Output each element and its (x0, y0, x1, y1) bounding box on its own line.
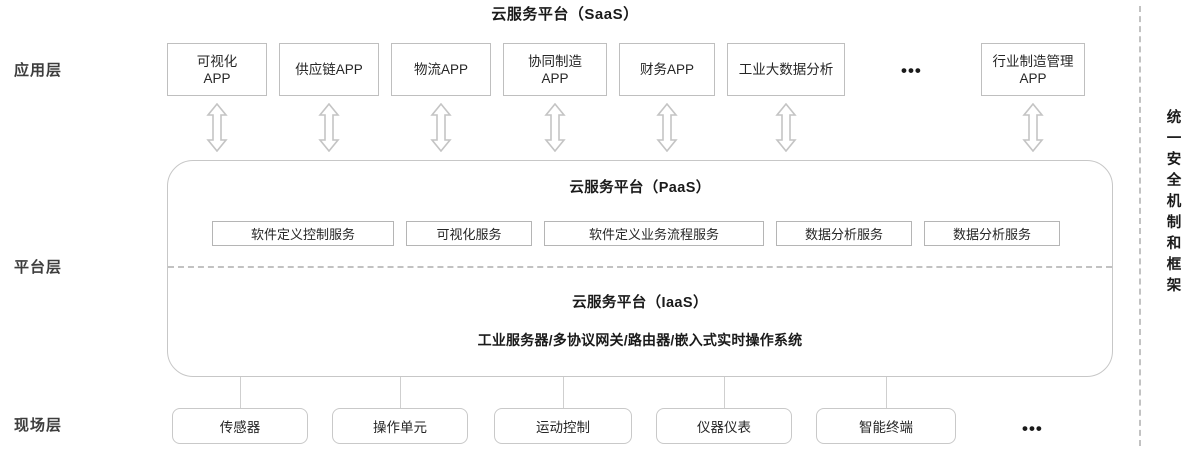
field-node-box[interactable]: 智能终端 (816, 408, 956, 444)
paas-service-box[interactable]: 数据分析服务 (924, 221, 1060, 246)
application-ellipsis: ••• (901, 61, 922, 80)
app-box-label: 财务APP (639, 62, 694, 77)
bidirectional-arrow-icon (656, 102, 678, 153)
field-node-label: 智能终端 (859, 420, 913, 435)
paas-service-box[interactable]: 数据分析服务 (776, 221, 912, 246)
field-connector-line (400, 377, 401, 408)
app-box[interactable]: 工业大数据分析 (727, 43, 845, 96)
app-box[interactable]: 行业制造管理 APP (981, 43, 1085, 96)
field-node-box[interactable]: 仪器仪表 (656, 408, 792, 444)
field-node-label: 传感器 (219, 420, 261, 435)
field-ellipsis: ••• (1022, 419, 1043, 438)
field-node-box[interactable]: 运动控制 (494, 408, 632, 444)
app-box-label: 行业制造管理 APP (992, 53, 1074, 86)
layer-label-platform: 平台层 (14, 259, 63, 276)
layer-label-application: 应用层 (14, 62, 63, 79)
bidirectional-arrow-icon (318, 102, 340, 153)
field-connector-line (240, 377, 241, 408)
app-box-label: 工业大数据分析 (738, 62, 834, 77)
paas-iaas-divider (168, 266, 1112, 268)
field-node-label: 操作单元 (373, 420, 427, 435)
iaas-subtitle: 工业服务器/多协议网关/路由器/嵌入式实时操作系统 (477, 332, 803, 348)
security-divider (1139, 6, 1141, 446)
paas-service-box[interactable]: 软件定义控制服务 (212, 221, 394, 246)
bidirectional-arrow-icon (430, 102, 452, 153)
platform-container: 云服务平台（PaaS） 软件定义控制服务 可视化服务 软件定义业务流程服务 数据分析服… (167, 160, 1113, 377)
field-connector-line (563, 377, 564, 408)
bidirectional-arrow-icon (544, 102, 566, 153)
paas-service-label: 数据分析服务 (804, 227, 883, 242)
app-box-label: 可视化 APP (196, 53, 238, 86)
field-connector-line (724, 377, 725, 408)
bidirectional-arrow-icon (775, 102, 797, 153)
app-box[interactable]: 可视化 APP (167, 43, 267, 96)
app-box[interactable]: 协同制造 APP (503, 43, 607, 96)
paas-title: 云服务平台（PaaS） (569, 180, 711, 196)
app-box[interactable]: 供应链APP (279, 43, 379, 96)
layer-label-field: 现场层 (14, 417, 63, 434)
paas-service-label: 可视化服务 (436, 227, 502, 242)
field-node-box[interactable]: 操作单元 (332, 408, 468, 444)
paas-service-label: 软件定义控制服务 (250, 227, 355, 242)
app-box-label: 供应链APP (295, 62, 363, 77)
paas-service-box[interactable]: 软件定义业务流程服务 (544, 221, 764, 246)
app-box[interactable]: 物流APP (391, 43, 491, 96)
bidirectional-arrow-icon (206, 102, 228, 153)
paas-service-box[interactable]: 可视化服务 (406, 221, 532, 246)
security-band-label: 统一安全机制和框架 (1166, 110, 1182, 294)
field-node-label: 仪器仪表 (697, 420, 751, 435)
app-box-label: 协同制造 APP (528, 53, 582, 86)
app-box[interactable]: 财务APP (619, 43, 715, 96)
iaas-title: 云服务平台（IaaS） (572, 295, 708, 311)
paas-service-label: 软件定义业务流程服务 (588, 227, 719, 242)
app-box-label: 物流APP (413, 62, 468, 77)
field-connector-line (886, 377, 887, 408)
field-node-label: 运动控制 (536, 420, 590, 435)
field-node-box[interactable]: 传感器 (172, 408, 308, 444)
saas-title: 云服务平台（SaaS） (491, 6, 639, 23)
paas-service-label: 数据分析服务 (952, 227, 1031, 242)
bidirectional-arrow-icon (1022, 102, 1044, 153)
